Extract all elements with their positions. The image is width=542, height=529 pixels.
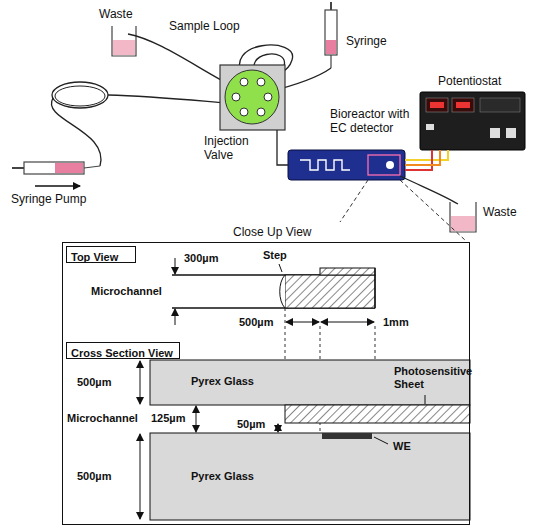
syringe-needle — [330, 55, 331, 68]
wire — [405, 150, 448, 160]
tab-label: Top View — [67, 250, 122, 265]
part-label: Microchannel — [90, 285, 163, 298]
part-label: Syringe — [345, 35, 388, 49]
view-tab: Cross Section View — [66, 342, 180, 359]
pyrex-bottom — [150, 433, 470, 520]
tube-connector — [277, 130, 288, 165]
part-label: Step — [262, 249, 288, 262]
tab-label: Cross Section View — [67, 346, 177, 361]
part-label: Photosensitive Sheet — [393, 365, 469, 390]
dimension: 300µm — [183, 252, 219, 265]
dimension: 500µm — [238, 316, 274, 329]
injection-valve: Injection Valve — [220, 65, 285, 130]
pump-tube — [108, 95, 226, 103]
bioreactor-chip — [288, 150, 405, 180]
pump-needle — [84, 166, 100, 168]
syringe-liquid — [326, 40, 336, 54]
waste-beaker — [112, 26, 136, 56]
syringe-body — [325, 10, 337, 55]
detail-frame — [368, 155, 400, 175]
pump-tube — [51, 98, 101, 166]
waste-beaker — [450, 202, 476, 232]
tubing-coil — [55, 86, 105, 106]
part-label: Pyrex Glass — [190, 375, 255, 388]
photosensitive-sheet-top — [285, 275, 375, 308]
pump-syringe — [24, 162, 84, 174]
syringe-plunger — [330, 2, 332, 10]
part-label: Pyrex Glass — [190, 470, 255, 483]
pump-plunger — [12, 167, 24, 169]
node-label: Close Up View — [233, 226, 311, 240]
view-tab: Top View — [66, 246, 136, 263]
tube-connector — [405, 150, 440, 165]
working-electrode — [322, 433, 372, 439]
pyrex-top — [150, 360, 470, 405]
we-top — [320, 268, 375, 275]
step — [280, 275, 285, 308]
waste-tube — [400, 176, 458, 204]
node-label: Potentiostat — [438, 75, 501, 89]
node-label: Injection Valve — [204, 135, 266, 163]
valve-body — [220, 65, 285, 130]
dimension: 125µm — [150, 412, 186, 425]
potentiostat: Potentiostat — [420, 92, 525, 150]
photosensitive-sheet — [285, 405, 470, 423]
node-label: Bioreactor with EC detector — [330, 108, 418, 136]
pump-liquid — [55, 163, 83, 173]
dimension: 50µm — [236, 418, 266, 431]
potentiostat-body — [420, 92, 525, 150]
valve-rotor — [225, 70, 279, 124]
waste-label: Waste — [482, 206, 518, 220]
part-label: Sample Loop — [168, 20, 241, 34]
tubing-coil — [52, 82, 108, 108]
bioreactor: Bioreactor with EC detector — [288, 150, 405, 180]
dimension: 1mm — [382, 316, 410, 329]
dimension: 500µm — [76, 470, 112, 483]
wire — [405, 150, 432, 170]
part-label: WE — [392, 440, 412, 453]
dimension: 500µm — [76, 376, 112, 389]
part-label: Syringe Pump — [10, 193, 87, 207]
projection-line — [400, 180, 465, 240]
waste-label: Waste — [98, 8, 134, 22]
projection-line — [340, 180, 368, 222]
waste-liquid — [113, 40, 135, 55]
part-label: Microchannel — [66, 412, 139, 425]
flow-arrow — [35, 185, 80, 187]
